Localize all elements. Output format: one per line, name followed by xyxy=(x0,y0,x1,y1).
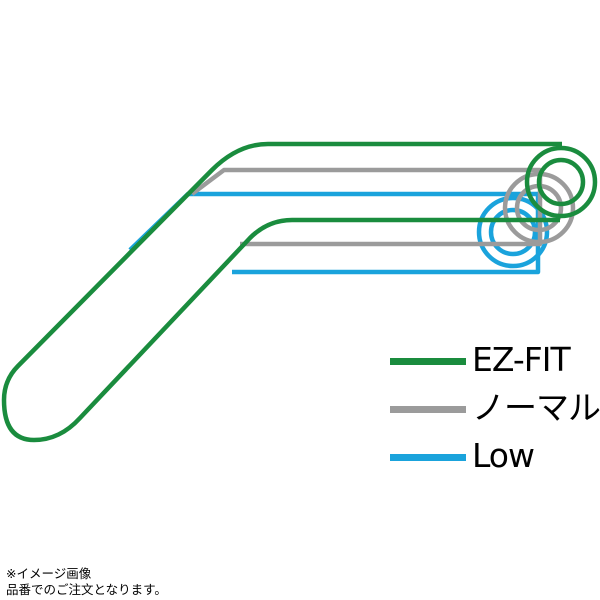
legend-label-low: Low xyxy=(472,436,535,475)
image-note: ※イメージ画像 品番でのご注文となります。 xyxy=(6,566,167,598)
note-line-1: ※イメージ画像 xyxy=(6,566,92,581)
legend-item-ez-fit: EZ-FIT xyxy=(390,338,600,386)
legend-swatch-low xyxy=(390,454,466,461)
ez-fit-bar-end-inner xyxy=(536,157,586,207)
legend-swatch-ez-fit xyxy=(390,358,466,365)
low-bar-end-outer xyxy=(476,195,550,269)
legend-label-ez-fit: EZ-FIT xyxy=(472,340,571,379)
legend-swatch-normal xyxy=(390,406,466,413)
note-line-2: 品番でのご注文となります。 xyxy=(6,582,167,597)
ez-fit-bar-outline xyxy=(1,141,562,443)
legend-label-normal: ノーマル xyxy=(472,388,600,427)
low-bar-end-inner xyxy=(488,207,538,257)
legend: EZ-FIT ノーマル Low xyxy=(390,338,600,482)
ez-fit-bar-end-outer xyxy=(524,145,598,219)
legend-item-low: Low xyxy=(390,434,600,482)
legend-item-normal: ノーマル xyxy=(390,386,600,434)
